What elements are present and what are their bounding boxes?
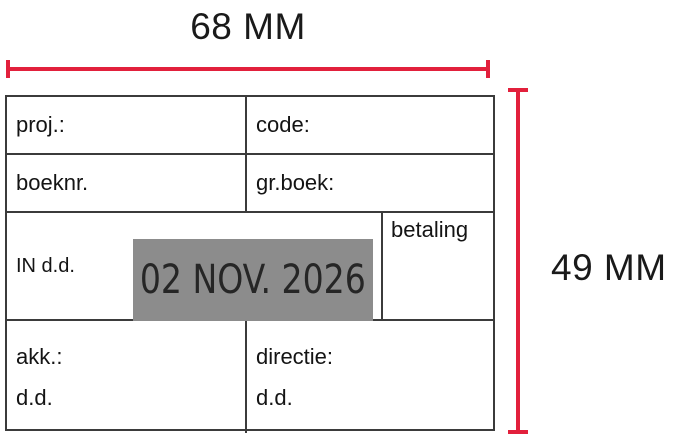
cell-code: code: xyxy=(247,97,493,153)
cell-label-directie-dd: d.d. xyxy=(256,385,293,410)
stamp-table: proj.: code: boeknr. gr.boek: IN d.d. 02… xyxy=(5,95,495,433)
cell-directie: directie: d.d. xyxy=(247,321,493,433)
cell-label-grboek: gr.boek: xyxy=(256,170,335,196)
cell-label-proj: proj.: xyxy=(16,112,65,138)
date-stamp-box: 02 NOV. 2026 xyxy=(133,239,373,321)
cell-boeknr: boeknr. xyxy=(7,155,247,211)
cell-label-betaling: betaling xyxy=(391,217,469,242)
cell-akkoord: akk.: d.d. xyxy=(7,321,247,433)
cell-betaling: betaling xyxy=(383,213,493,319)
width-dimension-cap-right xyxy=(486,60,490,78)
cell-label-akk-dd: d.d. xyxy=(16,385,53,410)
width-dimension-line xyxy=(6,60,490,78)
cell-label-akk: akk.: xyxy=(16,343,63,369)
width-dimension-cap-left xyxy=(6,60,10,78)
height-dimension-cap-bottom xyxy=(508,430,528,434)
table-row: boeknr. gr.boek: xyxy=(7,155,493,213)
cell-label-in-dd: IN d.d. xyxy=(16,254,75,277)
cell-label-code: code: xyxy=(256,112,310,138)
cell-label-boeknr: boeknr. xyxy=(16,170,89,196)
height-dimension-line xyxy=(508,88,528,434)
width-dimension-label: 68 MM xyxy=(190,6,306,47)
cell-proj: proj.: xyxy=(7,97,247,153)
height-dimension-cap-top xyxy=(508,88,528,92)
cell-grboek: gr.boek: xyxy=(247,155,493,211)
table-row-date: IN d.d. 02 NOV. 2026 betaling xyxy=(7,213,493,321)
cell-in-date: IN d.d. 02 NOV. 2026 xyxy=(7,213,383,321)
height-dimension-label: 49 MM xyxy=(551,247,667,288)
cell-label-directie: directie: xyxy=(256,343,334,369)
date-stamp-value: 02 NOV. 2026 xyxy=(140,257,366,303)
table-row: proj.: code: xyxy=(7,97,493,155)
table-row: akk.: d.d. directie: d.d. xyxy=(7,321,493,433)
